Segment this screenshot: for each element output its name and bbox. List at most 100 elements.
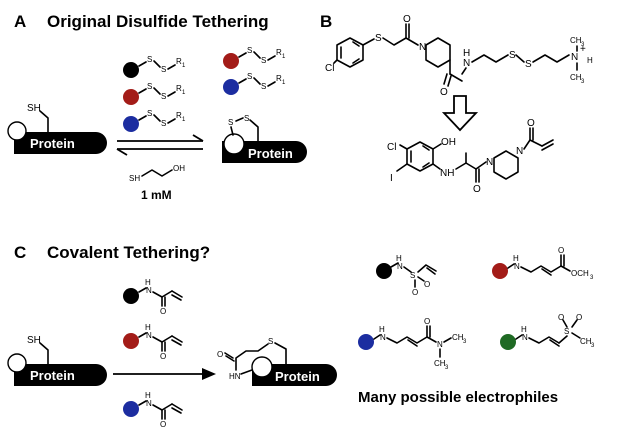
fragment-dot — [358, 334, 374, 350]
amide-o-label: O — [160, 307, 166, 316]
amide-hn-label: HN — [229, 372, 241, 381]
disulfide-s1-label: S — [509, 50, 516, 61]
r-subscript: 1 — [182, 117, 186, 123]
amide-h-label: H — [145, 278, 151, 287]
amide-n-label: N — [146, 286, 152, 295]
reductant-oh-label: OH — [173, 164, 185, 173]
dimethylamide-n-label: N — [437, 340, 443, 349]
sulfonyl-s-label: S — [410, 271, 415, 280]
methyl-sub: 3 — [581, 42, 585, 48]
bound-fragment — [223, 133, 245, 155]
panel-c-letter: C — [14, 243, 26, 262]
amide-n-label: N — [146, 331, 152, 340]
methyl-label: CH — [570, 73, 582, 82]
r-group-label: R — [176, 84, 182, 93]
panel-b-letter: B — [320, 12, 332, 31]
panel-c-title: Covalent Tethering? — [47, 243, 210, 262]
amine-n-label: N — [522, 333, 528, 342]
electrophiles-caption: Many possible electrophiles — [358, 389, 558, 406]
r-group-label: R — [176, 111, 182, 120]
acrylamide-black: H N O — [123, 278, 183, 316]
disulfide-products: S S R 1 S S R 1 — [223, 46, 286, 95]
amide-h-label: H — [145, 391, 151, 400]
sulfur-label: S — [247, 72, 252, 81]
fragment-dot — [123, 89, 139, 105]
sulfur-label: S — [161, 65, 166, 74]
protein-label: Protein — [275, 369, 320, 384]
methyl-sub: 3 — [445, 365, 449, 371]
r-group-label: R — [176, 57, 182, 66]
pocket-circle — [7, 121, 27, 141]
pocket-circle — [7, 353, 27, 373]
fragment-dot — [123, 62, 139, 78]
acryl-o-label: O — [527, 118, 535, 129]
disulfide-blue: S S R 1 — [123, 109, 186, 132]
methyl-sub: 3 — [591, 343, 595, 349]
electrophile-vinylsulfone: H N S O O CH 3 — [500, 313, 595, 350]
acrylamide-red: H N O — [123, 323, 183, 361]
ester-o-label: O — [558, 246, 564, 255]
thioether-s-label: S — [375, 33, 382, 44]
bound-fragment — [251, 356, 273, 378]
fragment-dot — [123, 116, 139, 132]
amine-h-label: H — [513, 254, 519, 263]
piperidine-n-label: N — [419, 42, 426, 53]
fragment-dot — [223, 79, 239, 95]
fragment-dot — [123, 401, 139, 417]
reaction-arrow — [113, 368, 216, 380]
r-subscript: 1 — [182, 63, 186, 69]
thiol-label: SH — [27, 103, 41, 114]
amide-h-label: H — [145, 323, 151, 332]
chloro-label: Cl — [325, 63, 334, 74]
disulfide-black: S S R 1 — [123, 55, 186, 78]
sulfonyl-o2: O — [576, 313, 582, 322]
amide-o-label: O — [160, 420, 166, 429]
tether-compound: Cl S O N O H N S S N + CH 3 H CH 3 — [325, 14, 593, 98]
methyl-label: CH — [434, 359, 446, 368]
protein-adduct-c: Protein HN O S — [217, 337, 337, 386]
electrophile-crotonate: H N O OCH 3 — [492, 246, 594, 281]
methyl-label: CH — [452, 333, 464, 342]
fragment-dot — [223, 53, 239, 69]
sulfur-label: S — [147, 82, 152, 91]
sulfonamide-h-label: H — [396, 254, 402, 263]
cys-side-chain — [39, 110, 49, 133]
thioether-s-label: S — [268, 337, 273, 346]
r-subscript: 1 — [282, 54, 286, 60]
reductant-bme: SH OH 1 mM — [129, 164, 185, 202]
amide-o-label: O — [424, 317, 430, 326]
amine-h-label: H — [379, 325, 385, 334]
r-group-label: R — [276, 48, 282, 57]
protein-shape — [14, 364, 107, 386]
protein-free-a: Protein SH — [7, 103, 107, 154]
amine-n-label: N — [380, 333, 386, 342]
sulfur-label: S — [161, 119, 166, 128]
iodo-label: I — [390, 173, 393, 184]
equilibrium-arrows — [116, 134, 204, 156]
product-blue: S S R 1 — [223, 72, 286, 95]
sulfur-label: S — [147, 109, 152, 118]
r-group-label: R — [276, 74, 282, 83]
disulfide-library: S S R 1 S S R 1 S S R 1 — [123, 55, 186, 132]
protein-label: Protein — [30, 368, 75, 383]
cys-side-chain — [39, 342, 49, 365]
ammonium-n-label: N — [571, 52, 578, 63]
methoxy-sub: 3 — [590, 275, 594, 281]
protein-shape — [14, 132, 107, 154]
methyl-label: CH — [580, 337, 592, 346]
fragment-dot — [123, 288, 139, 304]
fragment-dot — [123, 333, 139, 349]
protein-tethered-a: Protein S S — [222, 114, 307, 163]
sulfur-label: S — [244, 114, 249, 123]
methyl-label: CH — [570, 36, 582, 45]
concentration-label: 1 mM — [141, 188, 172, 202]
fragment-dot — [492, 263, 508, 279]
amide-n-label: N — [463, 58, 470, 69]
ammonium-h-label: H — [587, 56, 593, 65]
sulfur-label: S — [147, 55, 152, 64]
fragment-dot — [376, 263, 392, 279]
amine-n-label: N — [514, 262, 520, 271]
carbonyl-o-label: O — [403, 14, 411, 25]
